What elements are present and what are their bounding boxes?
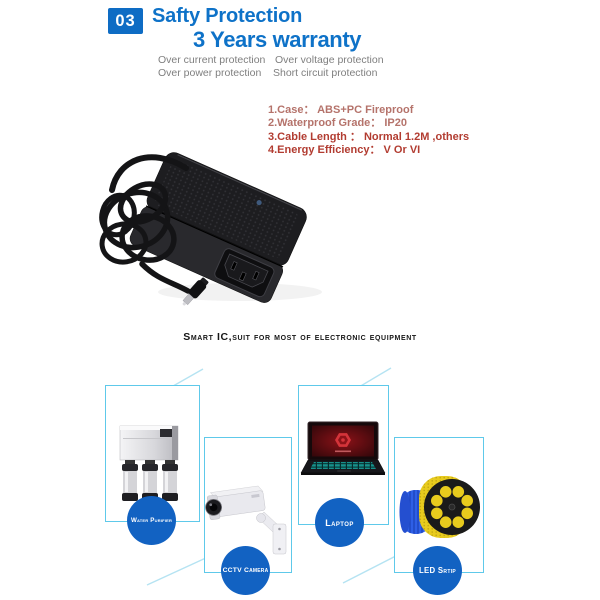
camera-body (205, 485, 266, 520)
feature-over-power: Over power protection (158, 67, 262, 79)
device-badge-water-purifier: Water Purifier (127, 496, 176, 545)
device-label-led-strip: LED Srtip (418, 566, 457, 575)
spec-item-efficiency: 4.Energy Efficiency： V Or VI (268, 144, 421, 157)
device-badge-led-strip: LED Srtip (413, 546, 462, 595)
device-label-cctv-camera: CCTV Camera (222, 567, 269, 574)
spec-item-cable: 3.Cable Length ： Normal 1.2M ,others (268, 130, 470, 143)
yellow-coil (419, 476, 480, 538)
power-cable (99, 154, 191, 294)
device-box-laptop (298, 385, 389, 525)
feature-short-circuit: Short circuit protection (273, 67, 378, 79)
spec-item-waterproof: 2.Waterproof Grade： IP20 (268, 117, 407, 130)
step-badge: 03 (108, 8, 143, 34)
power-adapter-image (99, 152, 322, 306)
device-badge-laptop: Laptop (315, 498, 364, 547)
step-badge-label: 03 (115, 12, 136, 30)
device-label-laptop: Laptop (325, 517, 354, 528)
page-subtitle: 3 Years warranty (193, 27, 362, 52)
device-box-led-strip (394, 437, 484, 573)
c14-inlet (214, 248, 275, 298)
device-label-water-purifier: Water Purifier (130, 517, 173, 524)
cctv-camera-image (205, 485, 287, 555)
spec-item-case: 1.Case： ABS+PC Fireproof (268, 104, 414, 116)
laptop-logo (335, 433, 351, 447)
power-led (256, 200, 262, 206)
device-badge-cctv-camera: CCTV Camera (221, 546, 270, 595)
led-strip-image (399, 476, 480, 538)
spec-list: 1.Case： ABS+PC Fireproof 2.Waterproof Gr… (268, 104, 469, 158)
smart-ic-caption: Smart IC,suit for most of electronic equ… (183, 331, 417, 343)
laptop-image (300, 421, 386, 475)
page-title: Safty Protection (152, 5, 303, 27)
adapter-brick (129, 152, 307, 303)
water-purifier-image (119, 425, 179, 501)
dc-plug (182, 277, 209, 306)
device-box-water-purifier (105, 385, 200, 522)
filter-cartridges (122, 460, 178, 501)
feature-over-current: Over current protection (158, 54, 266, 66)
feature-over-voltage: Over voltage protection (275, 54, 384, 66)
camera-bracket (256, 511, 287, 555)
